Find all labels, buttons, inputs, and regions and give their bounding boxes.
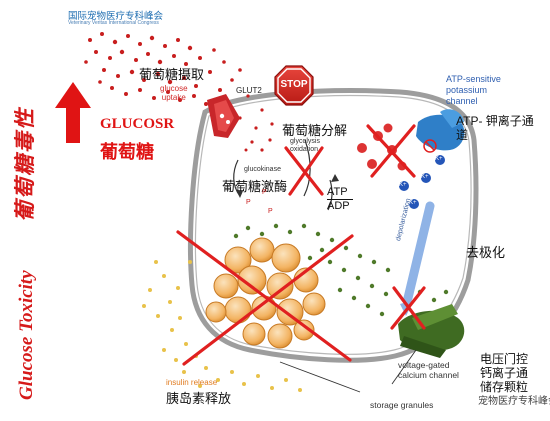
blocked-cross-marks [176, 124, 426, 366]
glucose-uptake-en: glucose uptake [160, 84, 188, 102]
k-ion-label: K+ [435, 156, 443, 162]
glut2-transporter-icon [207, 94, 240, 138]
atp-channel-cn: ATP- 钾离子通 道 [456, 114, 534, 142]
phosphate-label: P [268, 208, 273, 215]
glucokinase-en: glucokinase [244, 166, 281, 173]
k-ion-label: K+ [421, 174, 429, 180]
glucokinase-cn: 葡萄糖激酶 [222, 179, 288, 194]
glycolysis-en: glycolysis oxidation [290, 138, 320, 153]
potassium-ions [399, 155, 445, 209]
glycolysis-cn: 葡萄糖分解 [282, 123, 348, 138]
stop-sign-text: STOP [280, 79, 308, 90]
phosphate-label: P [246, 199, 251, 206]
calcium-channel-icon [398, 304, 465, 358]
atp-potassium-channel-icon [416, 109, 465, 153]
storage-granules [205, 237, 326, 349]
glut2-label: GLUT2 [236, 86, 262, 95]
storage-granules-label: storage granules [370, 400, 434, 410]
adp-label: ADP [327, 200, 350, 212]
depolarization-cn: 去极化 [466, 245, 506, 260]
side-title-cn: 葡萄糖毒性 [13, 106, 37, 222]
phosphate-label: P [262, 189, 267, 196]
insulin-release-cn: 胰岛素释放 [166, 391, 232, 406]
calcium-channel-en: voltage-gated calcium channel [398, 360, 459, 380]
glucose-label-en: GLUCOSR [100, 116, 175, 132]
side-title-en: Glucose Toxicity [16, 270, 37, 400]
side-title: Glucose Toxicity 葡萄糖毒性 [2, 0, 58, 421]
increase-arrow-icon [55, 82, 91, 143]
atp-label: ATP [327, 186, 348, 198]
stop-sign-icon [274, 65, 314, 106]
org-title-en: Veterinary Veritas International Congres… [68, 20, 159, 26]
glucose-uptake-cn: 葡萄糖摄取 [139, 67, 205, 82]
k-ion-label: K+ [399, 182, 407, 188]
glucose-label-cn: 葡萄糖 [100, 142, 154, 162]
insulin-release-en: insulin release [166, 378, 218, 387]
org-title-cn: 国际宠物医疗专科峰会 [68, 11, 164, 22]
atp-adp-divider [327, 199, 353, 200]
calcium-channel-cn: 电压门控 钙离子通 储存颗粒 [480, 352, 529, 394]
atp-channel-en: ATP-sensitive potassium channel [446, 74, 501, 106]
watermark: 宠物医疗专科峰会 [478, 396, 550, 407]
k-ion-label: K+ [409, 200, 417, 206]
